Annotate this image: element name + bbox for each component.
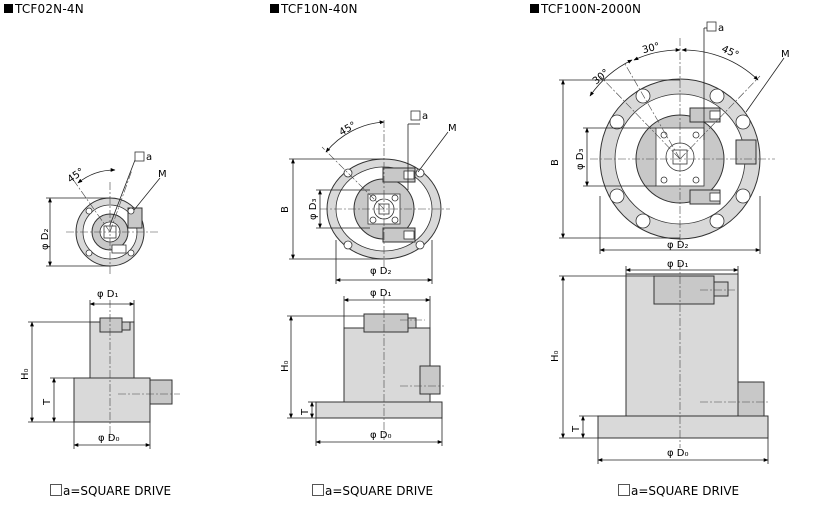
d3-label: φ D₃ <box>308 199 319 220</box>
tcf10n-top-view <box>289 120 450 284</box>
tcf100n-side-view <box>559 262 769 464</box>
angle-30-label: 30° <box>641 41 661 56</box>
footnote-square-drive: a=SQUARE DRIVE <box>50 484 171 498</box>
thread-label: M <box>158 169 167 180</box>
b-label: B <box>280 206 291 213</box>
t-label: T <box>42 398 53 406</box>
square-drive-symbol <box>410 110 421 121</box>
h0-label: H₀ <box>280 360 291 372</box>
square-drive-box-icon <box>312 484 324 496</box>
d2-label: φ D₂ <box>370 266 391 277</box>
model-title-tcf02n: TCF02N-4N <box>4 2 84 16</box>
square-drive-label: a <box>718 23 724 34</box>
footnote-square-drive: a=SQUARE DRIVE <box>618 484 739 498</box>
footnote-square-drive: a=SQUARE DRIVE <box>312 484 433 498</box>
d2-label: φ D₂ <box>40 229 51 250</box>
bullet-square-icon <box>530 4 539 13</box>
h0-label: H₀ <box>550 350 561 362</box>
square-drive-symbol <box>134 151 145 162</box>
tcf02n-side-view <box>28 300 180 449</box>
bullet-square-icon <box>270 4 279 13</box>
d1-label: φ D₁ <box>97 289 118 300</box>
t-label: T <box>300 408 311 416</box>
square-drive-label: a <box>146 152 152 163</box>
d3-label: φ D₃ <box>575 149 586 170</box>
d1-label: φ D₁ <box>667 259 688 270</box>
model-title-tcf100n: TCF100N-2000N <box>530 2 641 16</box>
t-label: T <box>571 425 582 433</box>
thread-label: M <box>781 49 790 60</box>
square-drive-symbol <box>706 21 717 32</box>
d1-label: φ D₁ <box>370 288 391 299</box>
d0-label: φ D₀ <box>98 433 119 444</box>
d0-label: φ D₀ <box>370 430 391 441</box>
b-label: B <box>550 159 561 166</box>
tcf02n-top-view <box>46 159 161 275</box>
square-drive-label: a <box>422 111 428 122</box>
model-title-tcf10n: TCF10N-40N <box>270 2 358 16</box>
d2-label: φ D₂ <box>667 240 688 251</box>
tcf100n-top-view <box>559 27 785 254</box>
angle-45-label: 45° <box>720 44 741 61</box>
square-drive-box-icon <box>618 484 630 496</box>
thread-label: M <box>448 123 457 134</box>
angle-45-label: 45° <box>66 166 87 185</box>
h0-label: H₀ <box>20 368 31 380</box>
tcf10n-side-view <box>287 296 444 446</box>
angle-45-label: 45° <box>337 120 358 138</box>
square-drive-box-icon <box>50 484 62 496</box>
bullet-square-icon <box>4 4 13 13</box>
d0-label: φ D₀ <box>667 448 688 459</box>
angle-30-label: 30° <box>591 67 612 87</box>
